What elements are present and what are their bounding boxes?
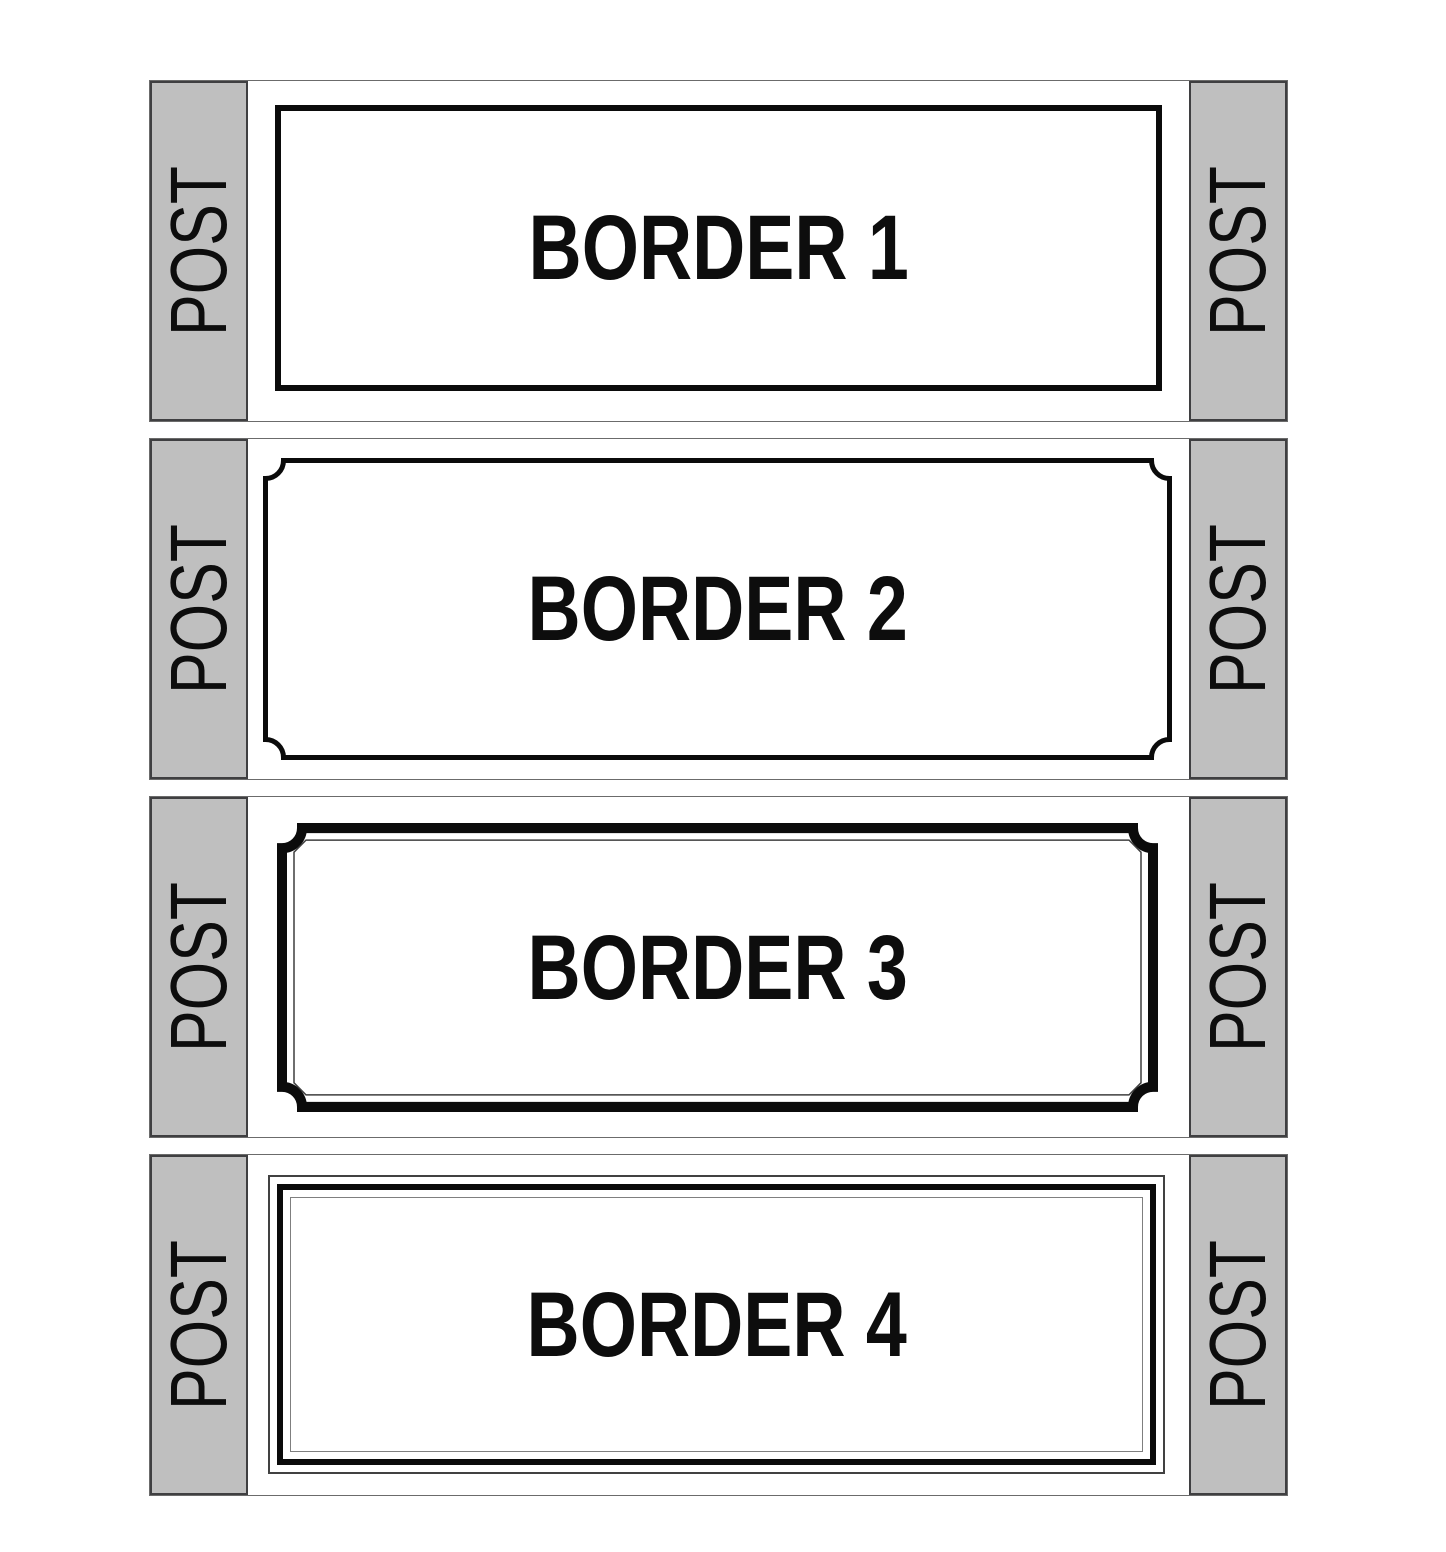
sign-row-2: POST BORDER 2 POST	[149, 438, 1288, 780]
border-frame-3: BORDER 3	[277, 823, 1158, 1112]
post-tab-left: POST	[150, 1155, 248, 1495]
post-tab-label: POST	[154, 1240, 243, 1410]
border-frame-1: BORDER 1	[275, 105, 1162, 391]
post-tab-label: POST	[1193, 524, 1282, 694]
post-tab-left: POST	[150, 439, 248, 779]
post-tab-label: POST	[1193, 882, 1282, 1052]
ticket-border-shape	[263, 458, 1172, 760]
sign-row-3: POST BORDER 3 POST	[149, 796, 1288, 1138]
border-title-1: BORDER 1	[528, 197, 909, 299]
post-tab-label: POST	[154, 882, 243, 1052]
post-tab-label: POST	[154, 166, 243, 336]
sign-row-1: POST BORDER 1 POST	[149, 80, 1288, 422]
border-title-2: BORDER 2	[527, 558, 908, 660]
post-tab-left: POST	[150, 81, 248, 421]
thick-ticket-border-shape	[277, 823, 1158, 1112]
border-frame-4-inner-line	[290, 1197, 1143, 1452]
post-tab-label: POST	[154, 524, 243, 694]
border-title-4: BORDER 4	[526, 1273, 907, 1376]
sign-panel-4: BORDER 4	[248, 1155, 1189, 1495]
post-tab-right: POST	[1189, 1155, 1287, 1495]
post-tab-right: POST	[1189, 81, 1287, 421]
post-tab-label: POST	[1193, 166, 1282, 336]
border-frame-2: BORDER 2	[263, 458, 1172, 760]
border-title-3: BORDER 3	[527, 916, 908, 1019]
post-tab-right: POST	[1189, 439, 1287, 779]
border-frame-4-middle-line	[277, 1184, 1156, 1465]
sign-panel-2: BORDER 2	[248, 439, 1189, 779]
border-frame-4: BORDER 4	[268, 1175, 1165, 1474]
post-tab-label: POST	[1193, 1240, 1282, 1410]
post-sign-template-sheet: POST BORDER 1 POST POST BORDER 2 POST	[149, 80, 1288, 1496]
sign-row-4: POST BORDER 4 POST	[149, 1154, 1288, 1496]
sign-panel-1: BORDER 1	[248, 81, 1189, 421]
post-tab-right: POST	[1189, 797, 1287, 1137]
sign-panel-3: BORDER 3	[248, 797, 1189, 1137]
post-tab-left: POST	[150, 797, 248, 1137]
